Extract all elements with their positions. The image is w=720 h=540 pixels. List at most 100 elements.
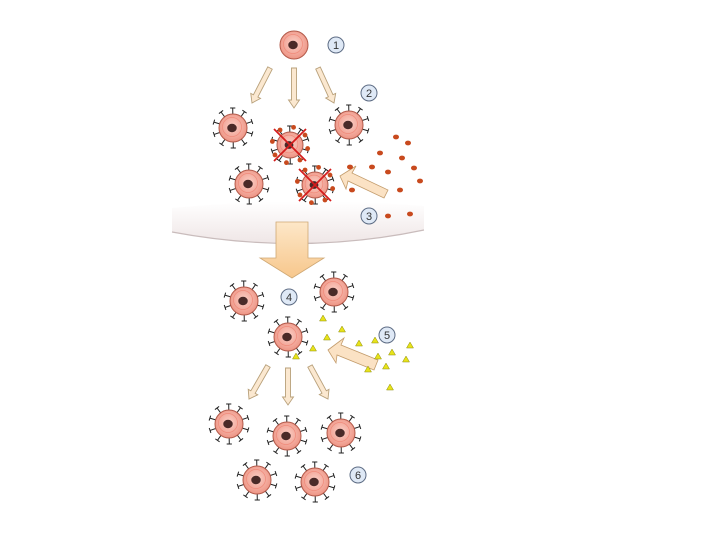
step-badge-4: 4 <box>280 288 298 306</box>
receptor-stem <box>362 128 369 132</box>
nucleus <box>238 296 248 306</box>
antigen <box>405 140 411 146</box>
cell-inner-ring <box>238 173 258 193</box>
nucleus <box>309 477 319 487</box>
receptor-head <box>242 462 248 466</box>
bound-antigen <box>294 179 300 184</box>
receptor-stem <box>314 296 321 299</box>
receptor-stem <box>294 419 299 425</box>
receptor-head <box>236 483 240 490</box>
receptor-head <box>228 175 232 181</box>
cell-inner-ring <box>246 469 266 489</box>
clone-cell <box>236 459 278 501</box>
receptor-head <box>212 131 216 138</box>
ligand <box>386 383 394 391</box>
receptor-stem <box>270 473 277 476</box>
receptor-stem <box>240 111 245 117</box>
receptor-head <box>236 471 240 477</box>
clone-cell <box>266 415 308 457</box>
cell-inner-ring <box>233 290 253 310</box>
receptor-stem <box>276 348 281 354</box>
receptor-stem <box>242 417 249 420</box>
receptor-head <box>328 128 332 135</box>
receptor-stem <box>336 108 342 115</box>
receptor-head <box>324 463 329 468</box>
receptor-head <box>326 415 332 419</box>
receptor-head <box>351 295 355 301</box>
receptor-stem <box>217 435 222 441</box>
receptor-stem <box>328 475 335 478</box>
receptor-head <box>266 187 270 193</box>
receptor-head <box>274 470 278 477</box>
receptor-head <box>294 473 298 479</box>
step-badge-5: 5 <box>378 326 396 344</box>
antigen <box>417 178 423 184</box>
receptor-stem <box>329 118 336 122</box>
receptor-head <box>212 119 216 125</box>
step-number-2: 2 <box>366 88 372 100</box>
branch-arrow <box>315 66 337 104</box>
receptor-head <box>304 439 308 445</box>
clone-cell <box>320 412 362 454</box>
nucleus <box>227 123 237 133</box>
receptor-stem <box>209 428 216 431</box>
receptor-head <box>331 176 335 182</box>
receptor-stem <box>251 311 257 318</box>
receptor-stem <box>294 446 300 453</box>
cell-inner-ring <box>304 174 324 194</box>
receptor-stem <box>295 475 302 479</box>
receptor-stem <box>256 194 262 201</box>
cell-surviving <box>223 280 265 322</box>
receptor-stem <box>301 340 308 344</box>
receptor-stem <box>245 491 250 497</box>
receptor-head <box>335 139 340 144</box>
receptor-head <box>273 450 278 455</box>
cells-layer <box>208 30 370 503</box>
ligand <box>338 325 346 333</box>
cell-inner-ring <box>222 117 242 137</box>
receptor-head <box>246 414 250 421</box>
antigen <box>347 164 353 170</box>
receptor-stem <box>231 284 237 291</box>
receptor-head <box>234 166 240 170</box>
receptor-head <box>319 274 325 278</box>
receptor-head <box>332 472 336 479</box>
ligand <box>374 352 382 360</box>
step-number-5: 5 <box>384 330 390 342</box>
cell-eliminated <box>269 124 311 166</box>
cross-line <box>298 168 332 202</box>
receptor-head <box>272 418 278 422</box>
receptor-head <box>350 414 355 419</box>
receptor-stem <box>275 320 281 327</box>
receptor-head <box>223 304 227 311</box>
receptor-stem <box>256 167 261 173</box>
bound-antigen <box>269 139 275 144</box>
bound-antigen <box>330 186 336 191</box>
bound-antigen <box>322 197 328 203</box>
receptor-head <box>305 340 309 346</box>
receptor-stem <box>270 483 277 487</box>
receptor-stem <box>271 148 278 152</box>
receptor-head <box>229 283 235 287</box>
cell-inner-ring <box>276 425 296 445</box>
receptor-head <box>266 494 272 498</box>
receptor-head <box>214 406 220 410</box>
antigen <box>411 165 417 171</box>
receptor-stem <box>341 275 346 281</box>
receptor-head <box>305 327 309 334</box>
receptor-head <box>235 198 240 203</box>
receptor-stem <box>322 169 327 175</box>
cell-inner-ring <box>218 413 238 433</box>
antigen-particles <box>347 134 423 219</box>
receptor-head <box>366 115 370 122</box>
step-badge-6: 6 <box>349 466 367 484</box>
receptor-stem <box>237 195 242 201</box>
receptor-stem <box>232 312 237 318</box>
clone-cell <box>294 461 336 503</box>
receptor-head <box>266 439 270 446</box>
cell-receptor <box>328 104 370 146</box>
receptor-head <box>358 423 362 430</box>
receptor-stem <box>237 484 244 487</box>
ligand <box>371 336 379 344</box>
receptor-stem <box>275 447 280 453</box>
